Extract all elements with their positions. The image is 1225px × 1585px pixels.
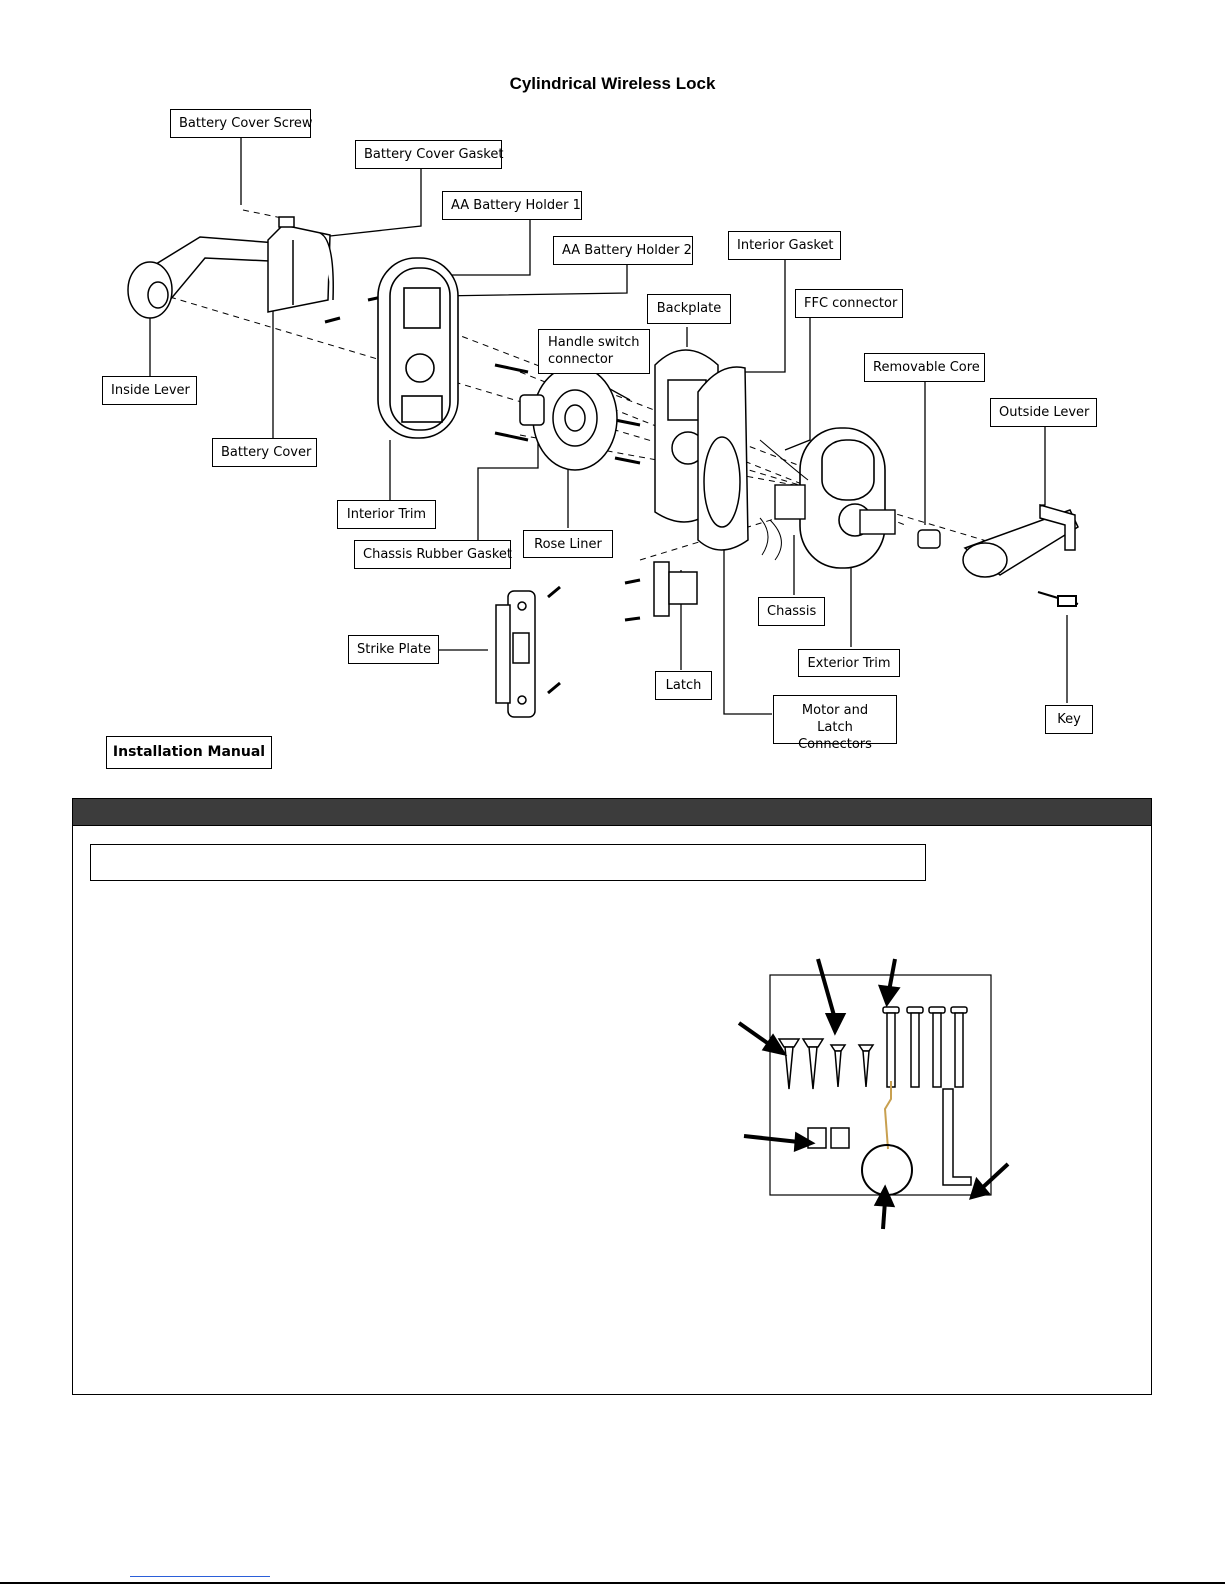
label-interior-gasket: Interior Gasket xyxy=(728,231,841,260)
installation-manual-label: Installation Manual xyxy=(106,736,272,769)
label-inside-lever: Inside Lever xyxy=(102,376,197,405)
content-section xyxy=(72,798,1152,1395)
label-latch: Latch xyxy=(655,671,712,700)
label-rose-liner: Rose Liner xyxy=(523,530,613,558)
label-handle-switch-connector: Handle switch connector xyxy=(538,329,650,374)
label-exterior-trim: Exterior Trim xyxy=(798,649,900,677)
label-aa-battery-holder-1: AA Battery Holder 1 xyxy=(442,191,582,220)
label-battery-cover: Battery Cover xyxy=(212,438,317,467)
bottom-rule xyxy=(0,1582,1225,1584)
heading-box xyxy=(90,844,926,881)
label-aa-battery-holder-2: AA Battery Holder 2 xyxy=(553,236,693,265)
label-ffc-connector: FFC connector xyxy=(795,289,903,318)
label-motor-and-latch-connectors: Motor and Latch Connectors xyxy=(773,695,897,752)
footer-link-underline[interactable] xyxy=(130,1575,270,1577)
label-outside-lever: Outside Lever xyxy=(990,398,1097,427)
label-chassis: Chassis xyxy=(758,597,825,626)
label-backplate: Backplate xyxy=(647,294,731,324)
page-title: Cylindrical Wireless Lock xyxy=(509,74,716,93)
label-chassis-rubber-gasket: Chassis Rubber Gasket xyxy=(354,540,512,569)
hardware-kit-illustration xyxy=(737,958,1010,1230)
label-battery-cover-gasket: Battery Cover Gasket xyxy=(355,140,503,169)
label-interior-trim: Interior Trim xyxy=(337,500,436,529)
exploded-lock-diagram xyxy=(127,138,1079,718)
label-strike-plate: Strike Plate xyxy=(348,635,439,664)
label-removable-core: Removable Core xyxy=(864,353,985,382)
section-header-bar xyxy=(73,799,1151,826)
label-key: Key xyxy=(1045,705,1093,734)
label-battery-cover-screw: Battery Cover Screw xyxy=(170,109,313,138)
